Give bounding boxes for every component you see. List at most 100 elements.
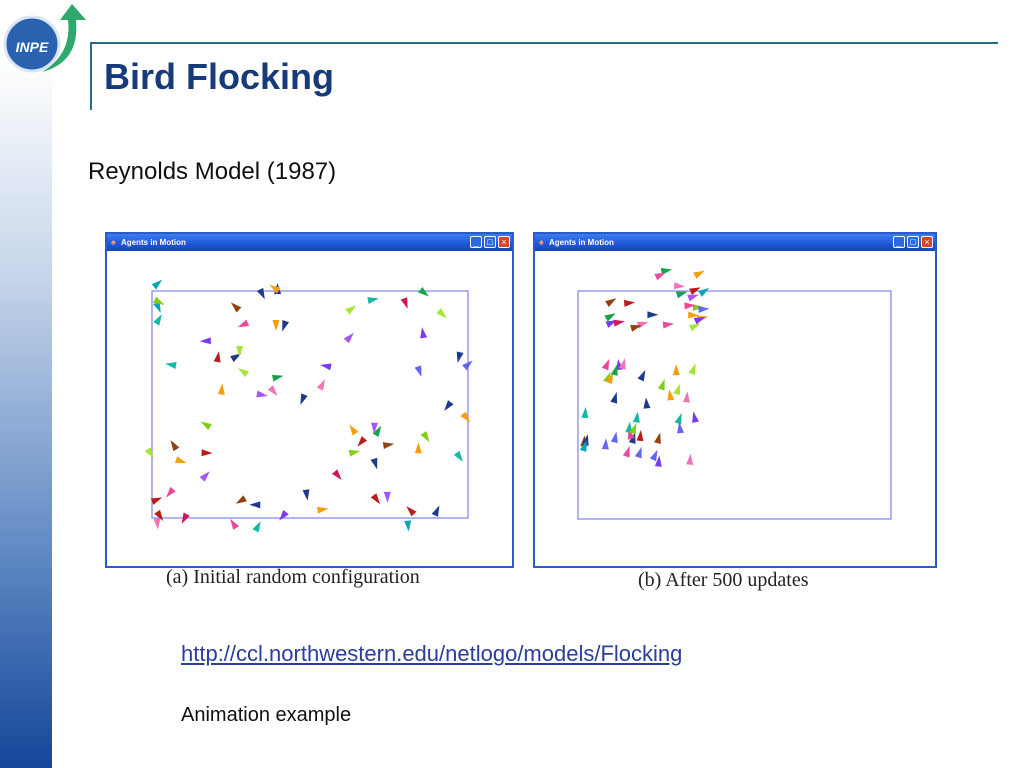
title-rule-horizontal [92, 42, 998, 44]
window-title: Agents in Motion [549, 238, 614, 247]
minimize-icon[interactable]: _ [893, 236, 905, 248]
bird-agent [349, 424, 359, 436]
slide-subtitle: Reynolds Model (1987) [88, 158, 337, 185]
bird-agent [404, 520, 412, 532]
bird-agent [406, 506, 417, 517]
bird-agent [174, 456, 187, 464]
bird-agent [249, 501, 261, 509]
bird-agent [677, 422, 685, 434]
bird-agent [605, 298, 617, 308]
bird-agent [252, 521, 261, 533]
bird-agent [613, 319, 625, 327]
bird-agent [272, 319, 280, 331]
bird-agent [654, 455, 662, 467]
bird-agent [460, 411, 471, 423]
bird-agent [256, 287, 265, 300]
close-icon[interactable]: × [498, 236, 510, 248]
bird-agent [684, 302, 696, 310]
netlogo-flocking-link[interactable]: http://ccl.northwestern.edu/netlogo/mode… [181, 641, 683, 666]
bird-agent [673, 383, 681, 396]
caption-initial: (a) Initial random configuration [166, 566, 420, 588]
bird-agent [629, 423, 637, 435]
world-boundary [151, 290, 469, 519]
bird-agent [647, 311, 659, 319]
bird-agent [343, 332, 354, 344]
bird-agent [236, 345, 244, 357]
bird-agent [230, 518, 240, 530]
bird-agent [370, 493, 381, 505]
bird-agent [634, 446, 642, 459]
bird-agent [431, 505, 440, 517]
bird-agent [237, 368, 250, 378]
bird-agent [153, 518, 161, 530]
bird-agent [345, 305, 357, 315]
bird-agent [217, 383, 225, 395]
bird-agent [282, 320, 290, 332]
title-rule-vertical [90, 42, 92, 110]
bird-agent [213, 351, 221, 363]
bird-agent [667, 389, 675, 401]
bird-agent [698, 287, 710, 297]
caption-after: (b) After 500 updates [638, 569, 809, 591]
bird-agent [622, 446, 630, 458]
bird-agent [230, 353, 242, 363]
animation-note: Animation example [181, 704, 352, 726]
bird-agent [165, 362, 177, 369]
bird-agent [682, 391, 690, 403]
bird-agent [267, 385, 278, 396]
bird-agent [436, 308, 447, 319]
bird-agent [692, 411, 699, 423]
simulation-canvas-initial [144, 279, 473, 533]
minimize-icon[interactable]: _ [470, 236, 482, 248]
bird-agent [444, 400, 454, 411]
window-after-updates: ♠ Agents in Motion _ □ × [533, 232, 937, 568]
bird-agent [279, 509, 289, 521]
bird-agent [420, 431, 430, 443]
bird-agent [420, 327, 428, 339]
bird-agent [235, 495, 247, 504]
bird-agent [673, 282, 686, 290]
inpe-logo: INPE [3, 4, 86, 73]
bird-agent [317, 506, 329, 514]
bird-agent [153, 314, 162, 326]
bird-agent [456, 351, 464, 363]
bird-agent [382, 442, 395, 450]
maximize-icon[interactable]: □ [907, 236, 919, 248]
bird-agent [693, 316, 706, 325]
bird-agent [662, 321, 674, 329]
window-titlebar[interactable]: ♠ Agents in Motion _ □ × [107, 234, 512, 251]
window-title: Agents in Motion [121, 238, 186, 247]
bird-agent [610, 431, 618, 443]
bird-agent [687, 294, 699, 302]
bird-agent [230, 302, 242, 313]
bird-agent [623, 299, 636, 307]
bird-agent [579, 440, 587, 452]
bird-agent [637, 369, 646, 382]
bird-agent [151, 279, 163, 290]
bird-agent [201, 449, 213, 457]
bird-agent [604, 313, 616, 322]
bird-agent [636, 429, 644, 442]
bird-agent [649, 449, 658, 462]
bird-agent [605, 372, 614, 385]
window-initial-configuration: ♠ Agents in Motion _ □ × [105, 232, 514, 568]
bird-agent [372, 425, 382, 437]
logo-text: INPE [16, 39, 49, 55]
bird-agent [370, 457, 378, 470]
bird-agent [630, 325, 642, 332]
close-icon[interactable]: × [921, 236, 933, 248]
bird-agent [625, 421, 633, 433]
bird-agent [316, 379, 325, 391]
maximize-icon[interactable]: □ [484, 236, 496, 248]
bird-agent [610, 392, 618, 404]
bird-agent [383, 491, 391, 503]
bird-agent [675, 291, 688, 299]
bird-agent [320, 363, 332, 371]
bird-agent [418, 286, 429, 297]
bird-agent [348, 449, 361, 457]
bird-agent [154, 509, 164, 521]
window-titlebar[interactable]: ♠ Agents in Motion _ □ × [535, 234, 935, 251]
bird-agent [654, 272, 666, 281]
bird-agent [601, 358, 610, 371]
bird-agent [693, 270, 705, 279]
